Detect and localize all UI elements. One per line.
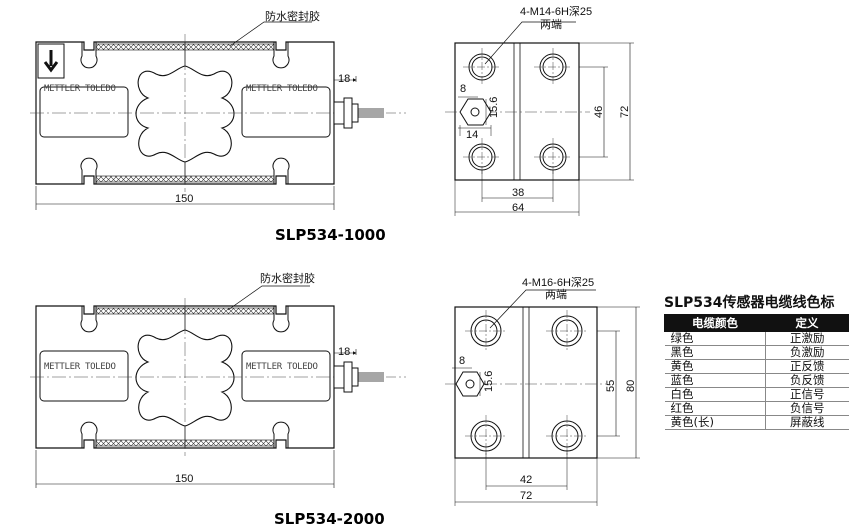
beam-end-view-2000 [445, 289, 640, 506]
table-row: 黄色(长)屏蔽线 [664, 415, 849, 430]
hinner-dim-2: 42 [520, 474, 532, 486]
houter-dim-1: 64 [512, 202, 524, 214]
cable-color-table: 电缆颜色 定义 绿色正激励 黑色负激励 黄色正反馈 蓝色负反馈 白色正信号 红色… [664, 314, 849, 430]
length-dim-1: 150 [175, 193, 193, 205]
cable-color-cell: 黑色 [664, 345, 766, 360]
arrow-down-icon [43, 50, 59, 73]
definition-cell: 正激励 [765, 331, 849, 346]
seal-label-1: 防水密封胶 [265, 9, 320, 23]
definition-cell: 屏蔽线 [765, 415, 849, 430]
definition-cell: 正信号 [765, 387, 849, 402]
hinner-dim-1: 38 [512, 187, 524, 199]
cable-color-cell: 黄色(长) [664, 415, 766, 430]
table-header-row: 电缆颜色 定义 [664, 314, 849, 332]
table-row: 绿色正激励 [664, 331, 849, 346]
model-title-2: SLP534-2000 [274, 510, 385, 528]
cable-dim-2: 18 [338, 346, 350, 358]
table-row: 红色负信号 [664, 401, 849, 416]
header-cable-color: 电缆颜色 [664, 314, 766, 332]
definition-cell: 负激励 [765, 345, 849, 360]
vouter-dim-2: 80 [625, 380, 637, 392]
vinner-dim-1: 46 [593, 106, 605, 118]
hole-callout-2: 4-M16-6H深25 [522, 276, 594, 289]
wsmall-dim-1: 14 [466, 129, 478, 141]
offset-dim-2: 8 [459, 355, 465, 367]
beam-end-view-1000 [445, 21, 634, 216]
table-row: 蓝色负反馈 [664, 373, 849, 388]
brand-label-right-2: METTLER TOLEDO [246, 362, 318, 372]
hsmall-dim-2: 15.6 [483, 371, 495, 392]
vouter-dim-1: 72 [619, 106, 631, 118]
beam-front-view-2000 [29, 297, 406, 457]
houter-dim-2: 72 [520, 490, 532, 502]
cable-color-cell: 红色 [664, 401, 766, 416]
hsmall-dim-1: 15.6 [488, 97, 500, 118]
beam-front-view-1000 [29, 33, 406, 193]
cable-table-title: SLP534传感器电缆线色标 [664, 295, 835, 311]
table-row: 黑色负激励 [664, 345, 849, 360]
brand-label-left-1: METTLER TOLEDO [44, 84, 116, 94]
table-row: 黄色正反馈 [664, 359, 849, 374]
cable-dim-1: 18 [338, 73, 350, 85]
table-row: 白色正信号 [664, 387, 849, 402]
cable-color-cell: 黄色 [664, 359, 766, 374]
brand-label-left-2: METTLER TOLEDO [44, 362, 116, 372]
cable-color-cell: 蓝色 [664, 373, 766, 388]
definition-cell: 负反馈 [765, 373, 849, 388]
definition-cell: 负信号 [765, 401, 849, 416]
definition-cell: 正反馈 [765, 359, 849, 374]
offset-dim-1: 8 [460, 83, 466, 95]
hole-callout-1: 4-M14-6H深25 [520, 5, 592, 18]
cable-color-cell: 绿色 [664, 331, 766, 346]
header-definition: 定义 [765, 314, 849, 332]
hole-callout-sub-1: 两端 [540, 18, 562, 31]
brand-label-right-1: METTLER TOLEDO [246, 84, 318, 94]
seal-label-2: 防水密封胶 [260, 271, 315, 285]
length-dim-2: 150 [175, 473, 193, 485]
model-title-1: SLP534-1000 [275, 226, 386, 244]
cable-color-cell: 白色 [664, 387, 766, 402]
hole-callout-sub-2: 两端 [545, 288, 567, 301]
vinner-dim-2: 55 [605, 380, 617, 392]
